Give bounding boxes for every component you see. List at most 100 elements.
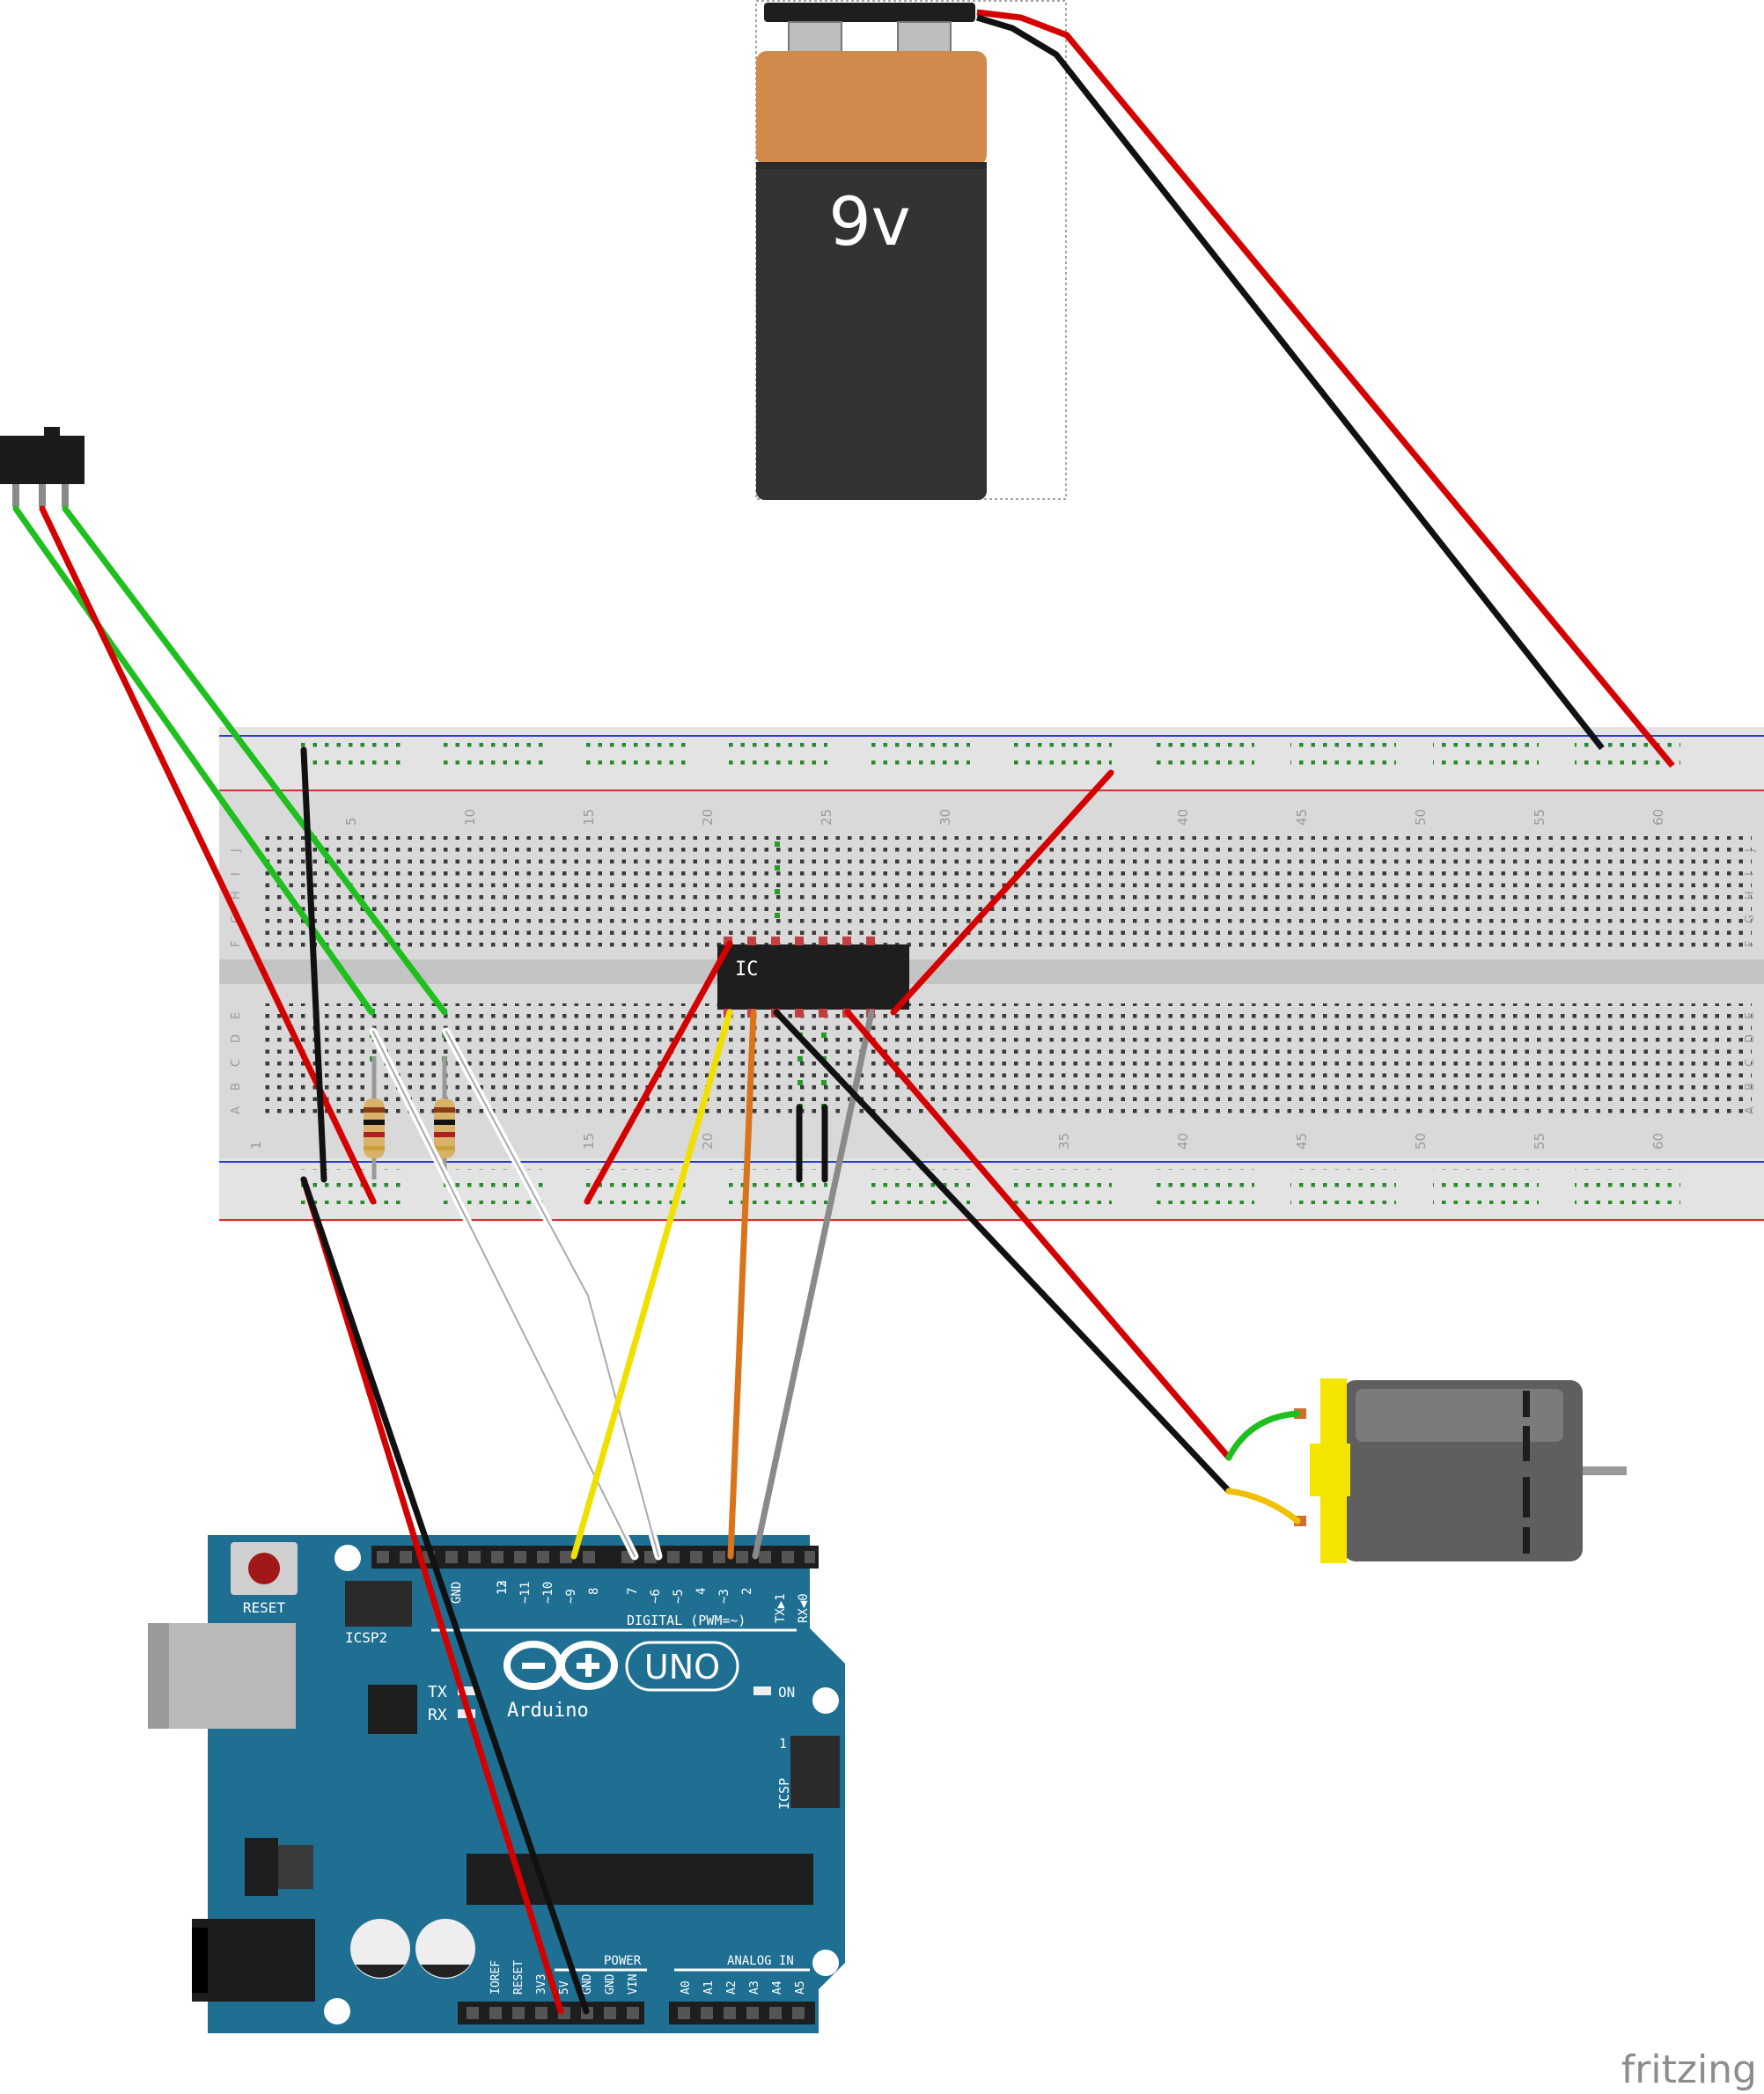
row-letter: F (230, 941, 243, 947)
battery-9v[interactable]: 9v (755, 0, 1067, 500)
wire-ic-motor-black (773, 1009, 1232, 1495)
col-num: 20 (700, 809, 716, 826)
row-letter: D (1744, 1034, 1757, 1043)
ic-label: IC (735, 959, 759, 981)
rail-groups (296, 742, 1680, 1204)
arduino-uno-board[interactable]: RESET ICSP2 TX RX UNO Arduino ON 1 ICSP (148, 1535, 845, 2033)
row-letter: A (1744, 1106, 1757, 1114)
col-num: 55 (1532, 1133, 1547, 1150)
col-num: 60 (1650, 1133, 1666, 1150)
slide-switch[interactable] (0, 427, 85, 507)
arduino-logo: UNO Arduino (503, 1641, 739, 1722)
wire-arduino-5v (300, 1176, 564, 2015)
power-label: POWER (604, 1954, 642, 1968)
pin-label: A2 (725, 1980, 739, 1995)
wires (12, 505, 1301, 2015)
pin-label: 13 (496, 1580, 510, 1595)
pin-label: ~11 (518, 1582, 533, 1604)
pin-label: 12 (496, 1580, 510, 1595)
ic-chip[interactable]: IC (717, 937, 909, 1018)
wire-ic-motor-red (844, 1009, 1232, 1461)
battery-label: 9v (828, 182, 910, 261)
fritzing-watermark: fritzing (1621, 2047, 1757, 2092)
rx-label: RX (428, 1706, 447, 1724)
analog-header (669, 2002, 815, 2024)
wire-switch-green-2 (62, 505, 448, 1016)
col-num: 25 (819, 809, 834, 826)
pin-label: ~6 (649, 1589, 663, 1604)
pin-label: RX◀0 (797, 1593, 811, 1623)
pin-label: RESET (512, 1960, 526, 1995)
col-num: 55 (1532, 809, 1547, 826)
pin-label: 8 (587, 1588, 601, 1595)
col-num: 15 (581, 1133, 597, 1150)
row-letter: H (1744, 891, 1757, 900)
row-letter: C (1744, 1059, 1757, 1067)
pin-label: GND (581, 1973, 594, 1995)
icsp2-label: ICSP2 (345, 1629, 387, 1646)
pin-label: 2 (740, 1588, 754, 1595)
resistor-1[interactable] (364, 1056, 385, 1179)
col-num: 30 (937, 809, 953, 826)
row-letter: I (1744, 872, 1757, 876)
pin-label: 7 (626, 1588, 640, 1595)
col-num: 60 (1650, 809, 1666, 826)
analog-pin-labels: A0 A1 A2 A3 A4 A5 (680, 1980, 807, 1995)
wire-ic-red-left (584, 940, 733, 1205)
power-header (458, 2002, 644, 2024)
icsp-pin1-label: 1 (779, 1736, 787, 1752)
wire-white-2-outline (445, 1031, 659, 1557)
wire-white-1-outline (372, 1031, 636, 1557)
breadboard-holes-bottom (264, 1003, 1752, 1116)
pin-label: 5V (558, 1980, 571, 1995)
pin-label: GND (450, 1582, 464, 1604)
row-letter: E (1744, 1012, 1757, 1019)
pin-label: 3V3 (535, 1974, 548, 1995)
wire-orange (727, 1009, 757, 1560)
col-num: 50 (1413, 1133, 1429, 1150)
row-letter: H (230, 891, 243, 900)
pin-label: ~9 (564, 1589, 578, 1604)
row-letter: B (1744, 1083, 1757, 1091)
resistor-2[interactable] (434, 1056, 455, 1171)
icsp-label: ICSP (776, 1778, 792, 1810)
col-num: 45 (1294, 1133, 1310, 1150)
power-pin-labels: IOREF RESET 3V3 5V GND GND VIN (489, 1960, 640, 1995)
row-letter: C (230, 1059, 243, 1067)
pin-label: ~10 (541, 1582, 555, 1604)
reset-label: RESET (243, 1599, 286, 1616)
col-num: 5 (343, 817, 359, 826)
dc-motor[interactable] (1294, 1378, 1627, 1563)
wire-black-rail (300, 746, 327, 1183)
col-num: 50 (1413, 809, 1429, 826)
col-num: 15 (581, 809, 597, 826)
pin-label: VIN (627, 1974, 640, 1995)
row-letter: B (230, 1083, 243, 1091)
breadboard-holes-top (264, 836, 1752, 949)
col-num: 1 (248, 1141, 264, 1150)
pin-label: TX▶1 (774, 1593, 788, 1623)
col-num: 40 (1175, 809, 1191, 826)
col-num: 35 (1056, 1133, 1072, 1150)
row-letter: D (230, 1034, 243, 1043)
battery-red-lead (976, 9, 1675, 768)
pin-label: IOREF (489, 1960, 503, 1995)
motor-lead-green (1225, 1410, 1301, 1461)
tx-label: TX (428, 1683, 447, 1701)
pin-label: A3 (748, 1980, 761, 1995)
breadboard: 5 10 15 20 25 30 40 45 50 55 60 1 15 20 … (219, 727, 1764, 1222)
pin-label: GND (604, 1973, 617, 1995)
digital-pin-labels: GND 13 12 ~11 ~10 ~9 8 7 ~6 ~5 4 ~3 2 TX… (450, 1580, 811, 1623)
pin-label: A0 (680, 1980, 693, 1995)
breadboard-numbers-bottom: 1 15 20 35 40 45 50 55 60 (248, 1133, 1666, 1150)
row-letter: J (1744, 849, 1757, 853)
motor-lead-yellow (1225, 1488, 1301, 1525)
uno-label: UNO (644, 1648, 720, 1686)
usb-port (148, 1623, 296, 1729)
col-num: 45 (1294, 809, 1310, 826)
row-letter: F (1744, 941, 1757, 947)
on-label: ON (778, 1684, 795, 1701)
pin-label: ~5 (672, 1589, 686, 1604)
pin-label: A5 (794, 1980, 807, 1995)
